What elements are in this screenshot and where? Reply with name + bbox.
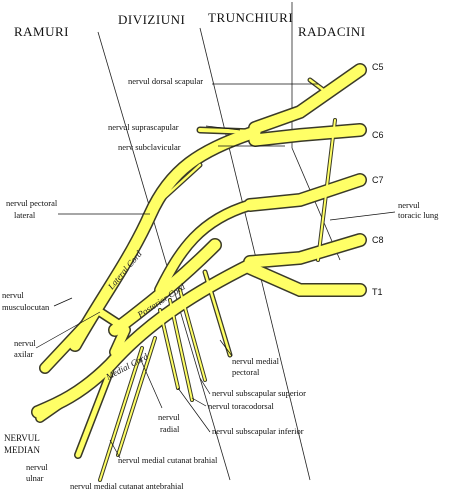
radial-nerve xyxy=(110,325,130,357)
label-pectoral-medial-1: nervul medial xyxy=(232,356,280,366)
leader-pectoral-medial xyxy=(219,339,233,357)
median-nerve xyxy=(36,386,84,422)
root-label-t1: T1 xyxy=(372,287,383,297)
leader-cutanat-brahial xyxy=(109,439,121,459)
root-c7 xyxy=(244,174,366,211)
root-label-c8: C8 xyxy=(372,235,384,245)
root-t1 xyxy=(244,262,366,296)
leader-subscapular-inferior xyxy=(177,387,211,433)
leader-subscapular-superior xyxy=(199,377,211,395)
label-median-1: NERVUL xyxy=(4,433,40,443)
medial-pectoral-nerve xyxy=(203,270,232,357)
label-pectoral-medial-2: pectoral xyxy=(232,367,260,377)
axillary-nerve xyxy=(96,308,124,329)
label-suprascapular: nervul suprascapular xyxy=(108,122,179,132)
leader-axilar xyxy=(35,311,101,349)
label-ulnar-1: nervul xyxy=(26,462,48,472)
label-pectoral-lateral-2: lateral xyxy=(14,210,36,220)
label-median-2: MEDIAN xyxy=(4,445,40,455)
divider-diviziuni-trunchiuri xyxy=(199,27,311,481)
label-subscapular-inferior: nervul subscapular inferior xyxy=(212,426,304,436)
label-subclavicular: nerv subclavicular xyxy=(118,142,181,152)
leader-lines xyxy=(35,83,396,459)
musculocutaneous-nerve xyxy=(40,315,95,373)
lateral-cord xyxy=(69,126,261,351)
dorsal-scapular-nerve xyxy=(308,78,332,97)
label-toracic-lung-1: nervul xyxy=(398,200,420,210)
label-musculocutan-2: musculocutan xyxy=(2,302,50,312)
cutanat-antebrahial-nerve xyxy=(99,347,143,481)
label-axilar-1: nervul xyxy=(14,338,36,348)
root-label-c7: C7 xyxy=(372,175,384,185)
header-ramuri: RAMURI xyxy=(14,24,69,39)
toracodorsal-nerve xyxy=(169,299,193,401)
label-cutanat-antebrahial: nervul medial cutanat antebrahial xyxy=(70,481,184,491)
label-axilar-2: axilar xyxy=(14,349,34,359)
leader-musculocutan xyxy=(53,297,73,307)
label-cutanat-brahial: nervul medial cutanat brahial xyxy=(118,455,218,465)
subscapular-inferior-nerve xyxy=(159,309,179,389)
label-toracic-lung-2: toracic lung xyxy=(398,210,439,220)
root-label-c5: C5 xyxy=(372,62,384,72)
label-musculocutan-1: nervul xyxy=(2,290,24,300)
label-toracodorsal: nervul toracodorsal xyxy=(208,401,274,411)
nerve-fills xyxy=(32,64,366,481)
leader-toracic-lung xyxy=(329,211,396,221)
label-radial-1: nervul xyxy=(158,412,180,422)
label-ulnar-2: ulnar xyxy=(26,473,44,483)
suprascapular-nerve xyxy=(198,128,257,134)
divider-ramuri-diviziuni xyxy=(97,31,231,481)
ulnar-nerve xyxy=(75,369,113,458)
root-c5 xyxy=(249,64,366,134)
header-trunchiuri: TRUNCHIURI xyxy=(208,10,293,25)
leader-radial xyxy=(139,357,163,409)
label-dorsal-scapular: nervul dorsal scapular xyxy=(128,76,203,86)
lateral-pectoral-nerve xyxy=(143,163,202,217)
root-label-c6: C6 xyxy=(372,130,384,140)
root-c6 xyxy=(249,124,366,146)
middle-trunk xyxy=(155,200,255,295)
leader-toracodorsal xyxy=(191,397,207,407)
leader-suprascapular xyxy=(205,125,241,131)
header-radacini: RADACINI xyxy=(298,24,366,39)
label-subscapular-superior: nervul subscapular superior xyxy=(212,388,306,398)
subscapular-superior-nerve xyxy=(179,289,206,381)
header-diviziuni: DIVIZIUNI xyxy=(118,12,185,27)
root-c8 xyxy=(244,234,366,268)
posterior-cord xyxy=(109,239,221,336)
label-pectoral-lateral-1: nervul pectoral xyxy=(6,198,58,208)
label-radial-2: radial xyxy=(160,424,180,434)
long-thoracic-nerve xyxy=(317,119,336,261)
cutanat-brahial-nerve xyxy=(117,337,156,456)
